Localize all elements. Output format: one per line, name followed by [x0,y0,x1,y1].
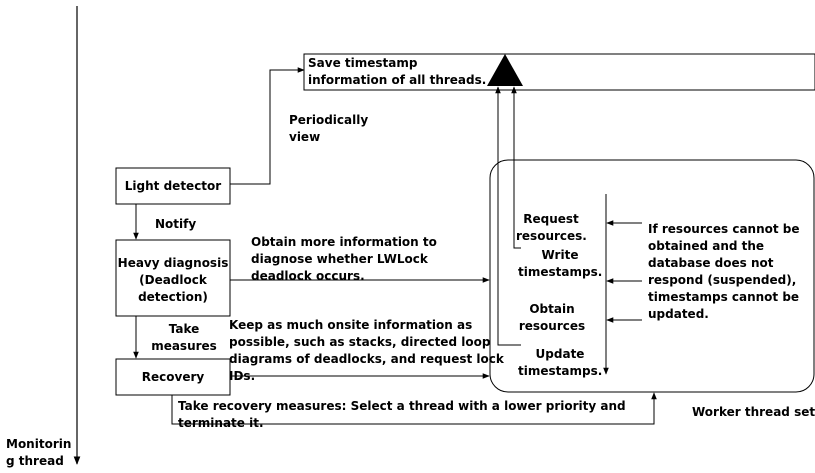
keep-onsite-line4: IDs. [229,369,256,383]
write-line1: Write [541,248,579,262]
update-line1: Update [535,347,585,361]
recovery-label: Recovery [141,370,205,384]
request-line1: Request [523,212,579,226]
periodically-view-arrow [230,67,305,185]
take-recovery-line1: Take recovery measures: Select a thread … [178,399,626,413]
note-line5: timestamps cannot be [648,290,800,304]
take-recovery-arrow [171,392,657,425]
keep-onsite-line1: Keep as much onsite information as [229,318,473,332]
obtain-more-line3: deadlock occurs. [251,269,365,283]
save-timestamp-box [303,53,815,91]
worker-thread-set-label: Worker thread set [692,405,815,419]
request-resources-label: Request resources. [516,211,587,245]
light-detector-box [115,167,231,205]
obtain-more-line1: Obtain more information to [251,235,437,249]
monitoring-thread-label: Monitorin g thread [6,436,71,470]
heavy-diagnosis-box [115,239,231,317]
obtain-resources-label: Obtain resources [516,301,588,335]
note-line4: respond (suspended), [648,273,797,287]
obtain-more-info-label: Obtain more information to diagnose whet… [251,234,437,285]
periodically-view-label: Periodically view [289,112,368,146]
notify-label: Notify [155,217,197,231]
note-line2: obtained and the [648,239,765,253]
write-timestamps-arrow [511,86,521,249]
triangle-marker-icon [487,54,523,86]
monitoring-thread-label-line2: g thread [6,454,64,468]
update-timestamps-label: Update timestamps. [518,346,602,380]
update-timestamps-arrow [495,86,521,346]
take-recovery-line2: terminate it. [178,416,264,430]
heavy-diagnosis-line3: detection) [138,290,208,304]
monitoring-thread-label-line1: Monitorin [6,437,72,451]
update-line2: timestamps. [518,364,603,378]
obtain-line1: Obtain [529,302,575,316]
recovery-box [115,358,231,396]
save-timestamp-line2: information of all threads. [308,73,487,87]
request-line2: resources. [516,229,587,243]
take-recovery-label: Take recovery measures: Select a thread … [178,398,626,432]
save-timestamp-line1: Save timestamp [308,56,418,70]
write-timestamps-label: Write timestamps. [518,247,602,281]
suspension-note: If resources cannot be obtained and the … [648,221,800,323]
keep-onsite-line3: diagrams of deadlocks, and request lock [229,352,504,366]
take-measures-line2: measures [151,339,217,353]
note-line3: database does not [648,256,774,270]
periodically-line1: Periodically [289,113,369,127]
heavy-diagnosis-line1: Heavy diagnosis [117,256,229,270]
heavy-diagnosis-line2: (Deadlock [139,273,207,287]
heavy-diagnosis-label: Heavy diagnosis (Deadlock detection) [116,255,230,306]
keep-onsite-line2: possible, such as stacks, directed loop [229,335,491,349]
obtain-more-line2: diagnose whether LWLock [251,252,428,266]
take-measures-label: Take measures [148,321,220,355]
periodically-line2: view [289,130,321,144]
keep-onsite-info-label: Keep as much onsite information as possi… [229,317,504,385]
write-line2: timestamps. [518,265,603,279]
light-detector-label: Light detector [124,179,222,193]
note-line6: updated. [648,307,709,321]
obtain-line2: resources [518,319,586,333]
take-measures-line1: Take [168,322,200,336]
worker-thread-set-box [489,159,815,393]
save-timestamp-text: Save timestamp information of all thread… [308,55,486,89]
note-line1: If resources cannot be [648,222,800,236]
